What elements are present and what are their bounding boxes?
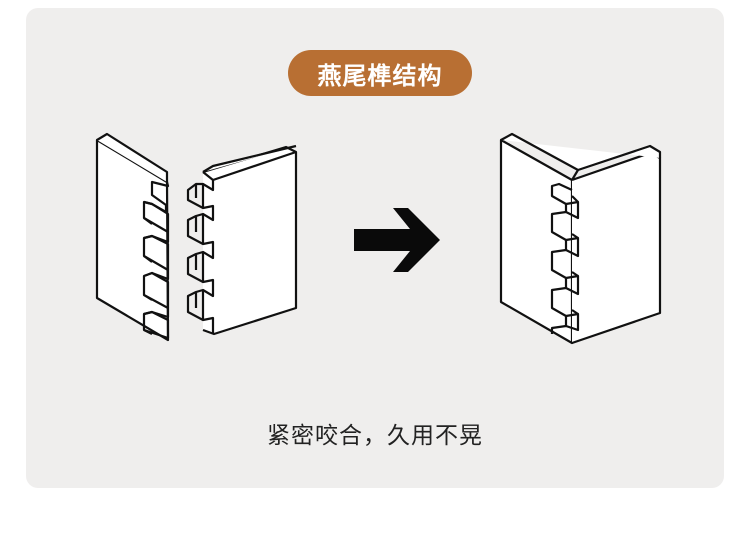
title-badge: 燕尾榫结构	[288, 50, 472, 96]
dovetail-pins-board-icon	[95, 132, 170, 342]
title-text: 燕尾榫结构	[317, 61, 443, 90]
assembled-dovetail-joint-icon	[499, 132, 662, 345]
dovetail-tails-board-icon	[186, 144, 298, 336]
caption-text: 紧密咬合，久用不晃	[267, 423, 483, 449]
right-arrow-icon	[354, 208, 440, 272]
